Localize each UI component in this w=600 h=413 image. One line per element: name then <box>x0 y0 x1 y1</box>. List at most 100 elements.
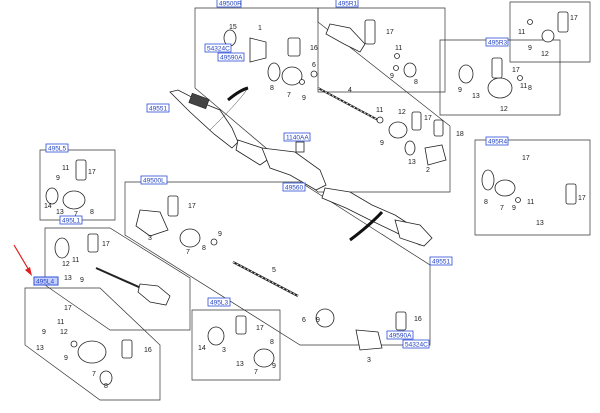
ref-495l1[interactable]: 495L1 <box>59 215 83 225</box>
clamp-9-r1 <box>393 65 399 71</box>
boot-17-r2 <box>557 11 569 33</box>
label-p11-r4: 11 <box>527 199 534 206</box>
label-p17-l5: 17 <box>88 169 96 176</box>
label-p3-l2: 3 <box>367 357 371 364</box>
label-p11-r1: 11 <box>395 45 402 52</box>
ref-49500r[interactable]: 49500R <box>216 0 242 8</box>
label-p7-r4: 7 <box>500 205 504 212</box>
svg-text:49500R: 49500R <box>219 1 242 8</box>
clamp-9-r <box>299 79 305 85</box>
clamp-11-r3 <box>517 75 523 81</box>
label-p9-l4: 9 <box>42 329 46 336</box>
frame-495l4 <box>24 287 161 401</box>
ref-49551-b[interactable]: 49551 <box>429 256 453 266</box>
ring-8-l5 <box>45 187 59 205</box>
label-p17-l3: 17 <box>256 325 264 332</box>
label-p9-l1: 9 <box>80 277 84 284</box>
boot-7-l <box>179 228 201 248</box>
label-p13-l4: 13 <box>36 345 44 352</box>
label-p17-l: 17 <box>188 203 196 210</box>
ring-l3 <box>207 326 225 346</box>
boot-l5 <box>62 190 86 210</box>
label-p9-l: 9 <box>218 231 222 238</box>
ref-495l5[interactable]: 495L5 <box>45 143 69 153</box>
boot-17-l3 <box>235 315 247 335</box>
label-p17-r: 17 <box>424 115 432 122</box>
label-p9-r4: 9 <box>512 205 516 212</box>
label-p13-l5: 13 <box>56 209 64 216</box>
label-p4: 4 <box>348 87 352 94</box>
boot-17-l1 <box>87 233 99 253</box>
svg-text:49590A: 49590A <box>220 55 243 62</box>
boot-17-r3 <box>491 57 503 79</box>
svg-text:495R1: 495R1 <box>338 1 358 8</box>
ref-54324c-b[interactable]: 54324C <box>402 339 430 349</box>
boot-17-l5 <box>75 159 87 181</box>
ref-495r4[interactable]: 495R4 <box>485 136 509 146</box>
clamp-11-r2 <box>527 19 533 25</box>
label-p12-l4: 12 <box>60 329 68 336</box>
svg-text:495L4: 495L4 <box>36 279 54 286</box>
ref-1140aa[interactable]: 1140AA <box>283 132 311 142</box>
ref-54324c-a[interactable]: 54324C <box>204 43 232 53</box>
boot-17-r <box>411 111 422 131</box>
label-p8-l5: 8 <box>90 209 94 216</box>
clamp-9-r4 <box>515 197 521 203</box>
ref-495l3[interactable]: 495L3 <box>207 297 231 307</box>
frame-495r2 <box>509 1 591 63</box>
label-p16-r: 16 <box>310 45 318 52</box>
svg-text:49500L: 49500L <box>143 178 165 185</box>
boot-7-r <box>281 66 303 86</box>
ref-495r1[interactable]: 495R1 <box>335 0 359 8</box>
label-p16-l4: 16 <box>144 347 152 354</box>
label-p7-l5: 7 <box>74 211 78 218</box>
right-drive-shaft <box>169 86 271 166</box>
boot-l3 <box>253 348 275 368</box>
label-p1: 1 <box>258 25 262 32</box>
label-p16-l: 16 <box>414 316 422 323</box>
ref-49500l[interactable]: 49500L <box>140 175 168 185</box>
label-p7-r: 7 <box>287 92 291 99</box>
svg-text:495R4: 495R4 <box>488 139 508 146</box>
ring-8-l1 <box>54 237 70 259</box>
ring-8-l4 <box>99 370 113 386</box>
boot-r3 <box>487 77 513 99</box>
boot-16-r <box>287 37 301 57</box>
boot-18-r <box>433 119 444 137</box>
label-p8-l4: 8 <box>104 383 108 390</box>
label-p3-l3: 3 <box>222 347 226 354</box>
label-p11-r3: 11 <box>520 83 527 90</box>
label-p17-r1: 17 <box>386 29 394 36</box>
label-p7-l3: 7 <box>254 369 258 376</box>
ref-49590a-a[interactable]: 49590A <box>217 52 245 62</box>
svg-text:495L3: 495L3 <box>210 300 228 307</box>
ref-495r3[interactable]: 495R3 <box>485 37 509 47</box>
ring-8-r <box>267 62 281 82</box>
ref-49590a-b[interactable]: 49590A <box>386 330 414 340</box>
label-p9-r2: 9 <box>380 140 384 147</box>
label-p2: 2 <box>426 167 430 174</box>
boot-l4 <box>77 340 107 364</box>
bracket-assembly <box>261 141 327 191</box>
label-p11-r: 11 <box>376 107 383 114</box>
frame-495r1 <box>317 7 446 93</box>
svg-text:54324C: 54324C <box>405 342 428 349</box>
label-p13-l1: 13 <box>64 275 72 282</box>
label-p5: 5 <box>272 267 276 274</box>
svg-text:49560: 49560 <box>285 185 303 192</box>
label-p17-l4: 17 <box>64 305 72 312</box>
ref-495l4[interactable]: 495L4 <box>33 276 59 286</box>
label-p11-l4: 11 <box>57 319 64 326</box>
label-p17-l1: 17 <box>102 241 110 248</box>
boot-7-r2 <box>388 121 408 139</box>
ring-12-r2 <box>541 29 555 43</box>
ref-49551-a[interactable]: 49551 <box>146 103 170 113</box>
joint-l-lower <box>355 329 383 351</box>
frame-495l5 <box>39 149 116 221</box>
clamp-6 <box>310 70 318 78</box>
label-p15: 15 <box>229 24 237 31</box>
ref-49560[interactable]: 49560 <box>282 182 306 192</box>
label-p8-r4: 8 <box>484 199 488 206</box>
